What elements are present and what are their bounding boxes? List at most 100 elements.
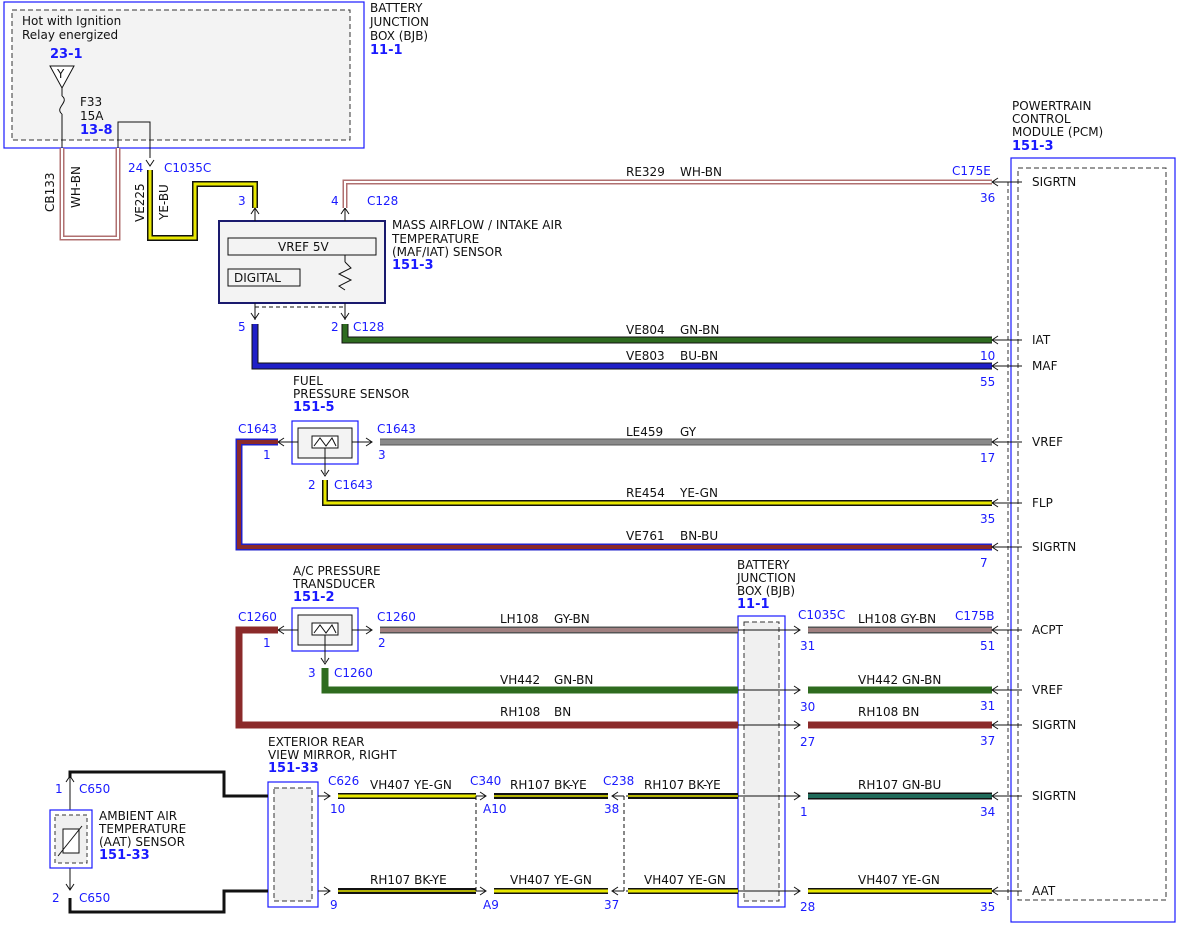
pcm-pin-label: SIGRTN [1032, 540, 1076, 554]
rh108-circuit: RH108 [500, 705, 540, 719]
ve803-circuit: VE803 [626, 349, 665, 363]
maf-pin4: 4 [331, 194, 339, 208]
bjb-mid-title-1: BATTERY [737, 558, 790, 572]
pcm-pin-label: SIGRTN [1032, 718, 1076, 732]
bjb-pass-lines: 31 30 27 1 28 [626, 625, 815, 914]
fuel-title-1: FUEL [293, 374, 323, 388]
ve803-color: BU-BN [680, 349, 718, 363]
pcm-pin-label: SIGRTN [1032, 789, 1076, 803]
aat-ref: 151-33 [99, 848, 150, 863]
ac-title-1: A/C PRESSURE [293, 564, 381, 578]
wire-cb133: CB133 WH-BN [43, 148, 121, 241]
fuel-pressure-sensor: FUEL PRESSURE SENSOR 151-5 C1643 C1643 1… [238, 374, 416, 492]
maf-sensor: VREF 5V DIGITAL 3 4 C128 5 2 C128 MASS A… [218, 194, 562, 334]
pcm-pin-number: 7 [980, 556, 988, 570]
wire-le459: LE459 GY [380, 425, 992, 446]
pcm-pin-number: 10 [980, 349, 995, 363]
mirror-conn: C626 [328, 774, 359, 788]
connector-arrow-icon [145, 159, 155, 167]
pcm-pin-number: 37 [980, 734, 995, 748]
bjb-top-title-1: BATTERY [370, 1, 423, 15]
pcm-pin-label: VREF [1032, 683, 1063, 697]
relay-symbol-icon [49, 65, 75, 90]
resistor-icon [337, 261, 353, 291]
wire-vh407-seg2: VH407 YE-GN [494, 873, 608, 894]
wire-ve804: VE804 GN-BN [341, 323, 992, 344]
pcm-pin-number: 55 [980, 375, 995, 389]
fuel-pin2: 2 [308, 478, 316, 492]
pcm-pin-number: 31 [980, 699, 995, 713]
fuel-conn-bottom: C1643 [334, 478, 373, 492]
bjb-top-title-3: BOX (BJB) [370, 29, 428, 43]
lh108-color: GY-BN [554, 612, 590, 626]
fuse-ref: 13-8 [80, 123, 113, 138]
ac-pin1: 1 [263, 636, 271, 650]
fuel-conn-left: C1643 [238, 422, 277, 436]
pcm-pin-rows: SIGRTN36IAT10MAF55VREF17FLP35SIGRTN7ACPT… [980, 175, 1076, 914]
fuse-name: F33 [80, 95, 102, 109]
rh107-seg2-label: RH107 BK-YE [644, 778, 721, 792]
c238-label: C238 [603, 774, 634, 788]
re329-circuit: RE329 [626, 165, 665, 179]
maf-title-3: (MAF/IAT) SENSOR [392, 245, 502, 259]
vh442-circuit: VH442 [500, 673, 540, 687]
pcm-pin-number: 35 [980, 512, 995, 526]
aat-conn-bot: C650 [79, 891, 110, 905]
wire-rh107-seg1: RH107 BK-YE [494, 778, 608, 799]
wire-re329: RE329 WH-BN [342, 165, 992, 208]
maf-title-2: TEMPERATURE [391, 232, 479, 246]
re454-circuit: RE454 [626, 486, 665, 500]
ve804-circuit: VE804 [626, 323, 665, 337]
exterior-mirror: EXTERIOR REAR VIEW MIRROR, RIGHT 151-33 … [267, 735, 397, 912]
bjb-pin-27: 27 [800, 735, 815, 749]
wire-ve803: VE803 BU-BN [251, 324, 992, 370]
maf-pin5: 5 [238, 320, 246, 334]
bjb-pin-28: 28 [800, 900, 815, 914]
bjb-pin-30: 30 [800, 700, 815, 714]
mirror-pin-10: 10 [330, 802, 345, 816]
wire-vh407-seg1: VH407 YE-GN [338, 778, 476, 799]
pcm-pin-number: 34 [980, 805, 995, 819]
rh108-right-label: RH108 BN [858, 705, 919, 719]
bjb-mid-title-3: BOX (BJB) [737, 584, 795, 598]
le459-circuit: LE459 [626, 425, 663, 439]
mirror-title-1: EXTERIOR REAR [268, 735, 364, 749]
bjb-mid-title-2: JUNCTION [736, 571, 796, 585]
pin-a9: A9 [483, 898, 499, 912]
ac-pin2: 2 [378, 636, 386, 650]
pcm-pin-label: FLP [1032, 496, 1053, 510]
aat-title-3: (AAT) SENSOR [99, 835, 185, 849]
fuel-pin3: 3 [378, 448, 386, 462]
wire-vh407-seg3: VH407 YE-GN [628, 873, 738, 894]
fuel-ref: 151-5 [293, 400, 335, 415]
bjb-pin-1: 1 [800, 805, 808, 819]
maf-vref: VREF 5V [278, 240, 329, 254]
conn-c1035c-top: C1035C [164, 161, 211, 175]
bjb-top-ref: 11-1 [370, 43, 403, 58]
maf-pin3: 3 [238, 194, 246, 208]
pcm-pin-number: 36 [980, 191, 995, 205]
pcm-module: POWERTRAIN CONTROL MODULE (PCM) 151-3 C1… [952, 99, 1176, 923]
pcm-pin-label: MAF [1032, 359, 1058, 373]
bjb-mid-ref: 11-1 [737, 597, 770, 612]
rh108-color: BN [554, 705, 571, 719]
wire-lh108-right: LH108 GY-BN [808, 612, 992, 634]
vh407-seg3-label: VH407 YE-GN [644, 873, 726, 887]
pcm-title-2: CONTROL [1012, 112, 1071, 126]
bjb-ref-23-1: 23-1 [50, 47, 83, 62]
wire-ve761: VE761 BN-BU [235, 438, 992, 551]
re329-color: WH-BN [680, 165, 722, 179]
pcm-pin-label: IAT [1032, 333, 1051, 347]
ac-conn-right: C1260 [377, 610, 416, 624]
pcm-ref: 151-3 [1012, 139, 1054, 154]
bjb-note-line2: Relay energized [22, 28, 118, 42]
maf-ref: 151-3 [392, 258, 434, 273]
ac-conn-left: C1260 [238, 610, 277, 624]
vh442-color: GN-BN [554, 673, 593, 687]
vh407-right-label: VH407 YE-GN [858, 873, 940, 887]
ac-conn-bottom: C1260 [334, 666, 373, 680]
inline-c340: C340 A10 A9 [470, 774, 506, 912]
inline-c238: C238 38 37 [603, 774, 634, 912]
le459-color: GY [680, 425, 697, 439]
fuel-conn-right: C1643 [377, 422, 416, 436]
